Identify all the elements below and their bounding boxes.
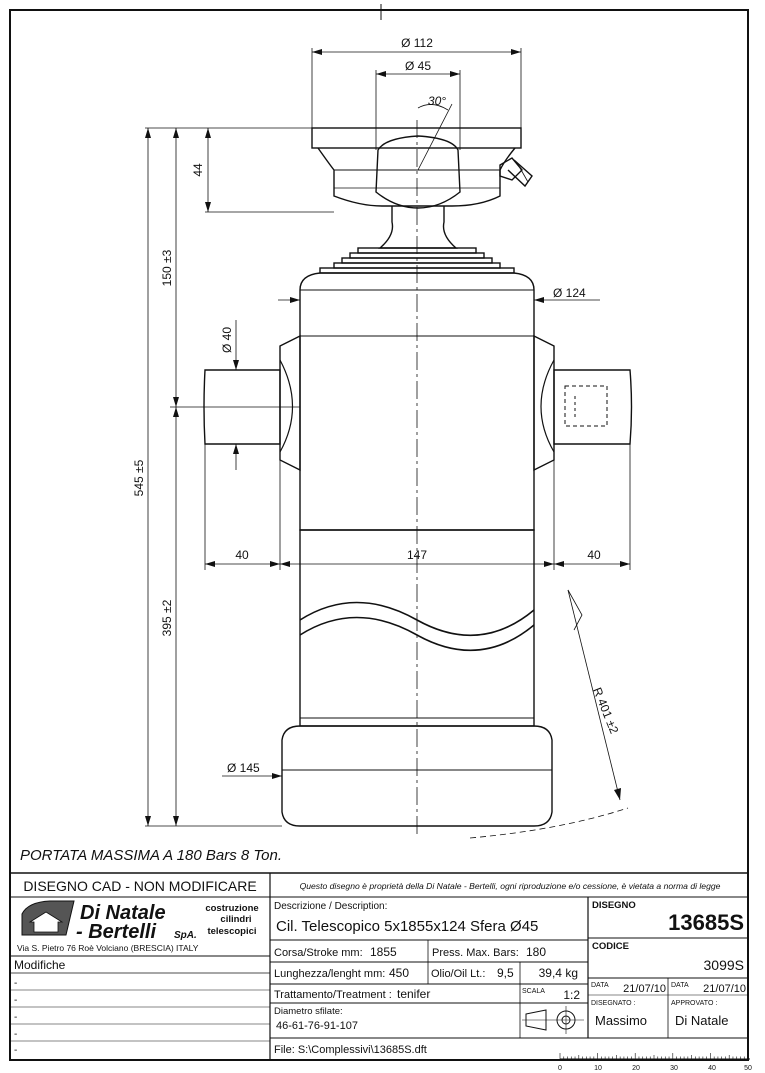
dim-d-ball: Ø 45: [405, 59, 431, 73]
mod-row: -: [14, 1012, 17, 1023]
ruler-label: 50: [744, 1065, 752, 1072]
dim-h-total: 545 ±5: [132, 459, 146, 496]
base: [281, 725, 553, 827]
ball-joint: [375, 135, 461, 209]
treatment-value: tenifer: [397, 987, 430, 1001]
dim-angle: 30°: [428, 94, 446, 108]
disegno-value: 13685S: [668, 910, 744, 935]
cad-notice: DISEGNO CAD - NON MODIFICARE: [23, 878, 256, 894]
arrow-heads: [145, 49, 630, 826]
dim-d-pin: Ø 40: [220, 327, 234, 353]
right-pin: [553, 369, 633, 445]
company-tagline-3: telescopici: [207, 926, 256, 937]
disegno-label: DISEGNO: [592, 900, 636, 911]
codice-value: 3099S: [704, 957, 744, 973]
dim-d-base: Ø 145: [227, 761, 260, 775]
capacity-note: PORTATA MASSIMA A 180 Bars 8 Ton.: [20, 847, 282, 864]
data-value-2: 21/07/10: [703, 983, 746, 995]
disegnato-value: Massimo: [595, 1013, 647, 1028]
company-name-line2: - Bertelli: [76, 921, 156, 943]
stroke-label: Corsa/Stroke mm:: [274, 947, 363, 959]
treatment-label: Trattamento/Treatment :: [274, 989, 392, 1001]
company-spa: SpA.: [174, 930, 197, 941]
company-logo: [21, 900, 75, 936]
mod-row: -: [14, 1029, 17, 1040]
description-label: Descrizione / Description:: [274, 901, 387, 912]
dimension-lines: [145, 48, 631, 839]
stroke-value: 1855: [370, 945, 397, 959]
approvato-label: APPROVATO :: [671, 1000, 717, 1007]
dim-h-top: 44: [191, 163, 205, 177]
mod-row: -: [14, 978, 17, 989]
scale-label: SCALA: [522, 988, 545, 995]
company-tagline-1: costruzione: [205, 903, 258, 914]
scale-value: 1:2: [563, 988, 580, 1002]
modifiche-label: Modifiche: [14, 958, 66, 972]
dim-d-top: Ø 112: [401, 36, 433, 50]
ownership-notice: Questo disegno è proprietà della Di Nata…: [300, 881, 721, 891]
top-cap: [311, 127, 522, 149]
mod-row: -: [14, 995, 17, 1006]
dim-radius: R 401 ±2: [590, 685, 621, 736]
ruler-label: 30: [670, 1065, 678, 1072]
dim-d-body: Ø 124: [553, 286, 586, 300]
top-cup: [317, 147, 516, 207]
scale-ruler: 0 10 20 30 40 50: [558, 1053, 752, 1072]
length-value: 450: [389, 966, 409, 980]
diam-label: Diametro sfilate:: [274, 1006, 343, 1017]
dim-h-upper: 150 ±3: [160, 249, 174, 286]
diam-value: 46-61-76-91-107: [276, 1020, 358, 1032]
drawing-frame: [9, 9, 749, 1061]
ruler-label: 0: [558, 1065, 562, 1072]
dim-h-lower: 395 ±2: [160, 599, 174, 636]
cylinder-drawing: [203, 127, 633, 827]
mod-row: -: [14, 1045, 17, 1056]
disegnato-label: DISEGNATO :: [591, 1000, 636, 1007]
codice-label: CODICE: [592, 941, 629, 952]
approvato-value: Di Natale: [675, 1013, 728, 1028]
press-value: 180: [526, 945, 546, 959]
company-name-line1: Di Natale: [80, 902, 166, 924]
ruler-label: 10: [594, 1065, 602, 1072]
neck: [378, 206, 458, 249]
description-value: Cil. Telescopico 5x1855x124 Sfera Ø45: [276, 918, 538, 935]
press-label: Press. Max. Bars:: [432, 947, 519, 959]
title-block-grid: [10, 872, 748, 1060]
data-value-1: 21/07/10: [623, 983, 666, 995]
ruler-label: 20: [632, 1065, 640, 1072]
oil-label: Olio/Oil Lt.:: [431, 968, 485, 980]
left-pin: [203, 369, 281, 445]
data-label: DATA: [671, 982, 689, 989]
length-label: Lunghezza/lenght mm:: [274, 968, 385, 980]
weight-value: 39,4 kg: [539, 966, 578, 980]
oil-value: 9,5: [497, 966, 514, 980]
file-path: File: S:\Complessivi\13685S.dft: [274, 1044, 427, 1056]
dim-w-left: 40: [235, 548, 249, 562]
projection-symbol-icon: [522, 1006, 584, 1034]
dim-w-right: 40: [587, 548, 601, 562]
data-label: DATA: [591, 982, 609, 989]
company-address: Via S. Pietro 76 Roè Volciano (BRESCIA) …: [17, 943, 199, 953]
dim-w-mid: 147: [407, 548, 427, 562]
company-tagline-2: cilindri: [220, 914, 251, 925]
ruler-label: 40: [708, 1065, 716, 1072]
grease-fitting: [499, 157, 533, 188]
